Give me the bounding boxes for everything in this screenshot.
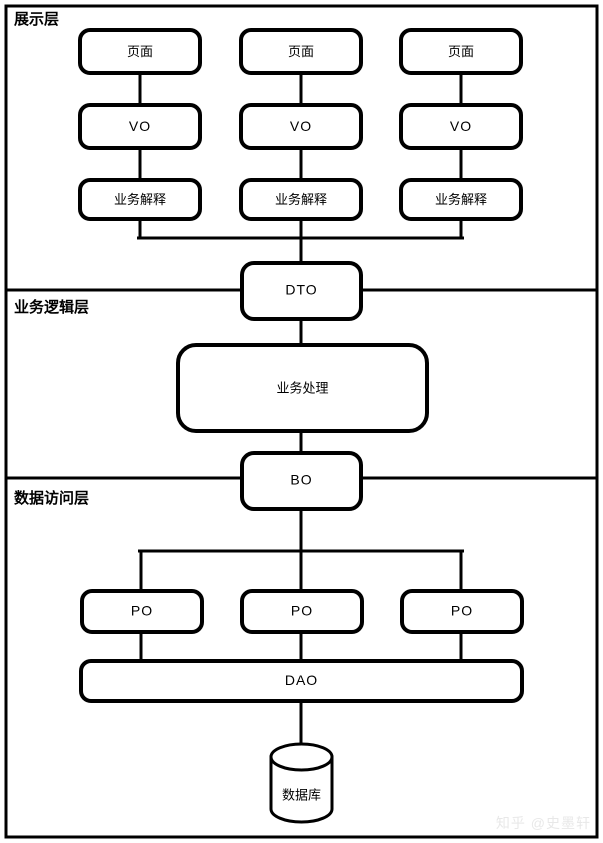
node-page-left[interactable]: 页面 (78, 28, 202, 75)
database-cylinder-body (269, 755, 334, 824)
node-interp-right-shape (399, 178, 523, 221)
node-interp-left[interactable]: 业务解释 (78, 178, 202, 221)
node-po-right-shape (400, 589, 524, 634)
node-dao-label: DAO (285, 672, 318, 688)
node-dto-label: DTO (285, 282, 317, 298)
node-page-right-label: 页面 (448, 44, 474, 59)
database-cylinder-top (269, 742, 334, 772)
node-vo-left[interactable]: VO (78, 103, 202, 150)
node-business-process[interactable]: 业务处理 (176, 343, 429, 433)
node-page-mid-label: 页面 (288, 44, 314, 59)
layer-label-business-logic: 业务逻辑层 (14, 298, 89, 316)
node-dto[interactable]: DTO (240, 261, 363, 321)
node-vo-right-label: VO (450, 118, 472, 134)
node-page-mid-shape (239, 28, 363, 75)
node-dao-shape (79, 659, 524, 703)
node-business-process-shape (176, 343, 429, 433)
node-interp-right[interactable]: 业务解释 (399, 178, 523, 221)
node-interp-mid-label: 业务解释 (275, 192, 327, 207)
node-po-right[interactable]: PO (400, 589, 524, 634)
node-po-mid-label: PO (291, 603, 313, 619)
node-vo-right[interactable]: VO (399, 103, 523, 150)
node-vo-mid-label: VO (290, 118, 312, 134)
node-page-right[interactable]: 页面 (399, 28, 523, 75)
node-bo-shape (240, 451, 363, 511)
node-vo-right-shape (399, 103, 523, 150)
node-interp-left-shape (78, 178, 202, 221)
node-vo-mid[interactable]: VO (239, 103, 363, 150)
node-vo-left-label: VO (129, 118, 151, 134)
node-bo-label: BO (290, 472, 312, 488)
node-business-process-label: 业务处理 (276, 380, 328, 395)
layer-label-data-access: 数据访问层 (14, 489, 89, 507)
node-vo-left-shape (78, 103, 202, 150)
watermark: 知乎 @史墨轩 (495, 815, 591, 831)
node-page-left-label: 页面 (127, 44, 153, 59)
node-interp-right-label: 业务解释 (435, 192, 487, 207)
node-page-mid[interactable]: 页面 (239, 28, 363, 75)
node-dto-shape (240, 261, 363, 321)
node-dao[interactable]: DAO (79, 659, 524, 703)
node-vo-mid-shape (239, 103, 363, 150)
node-po-right-label: PO (451, 603, 473, 619)
node-page-right-shape (399, 28, 523, 75)
node-interp-left-label: 业务解释 (114, 192, 166, 207)
layer-label-presentation: 展示层 (14, 11, 59, 28)
node-po-mid-shape (240, 589, 364, 634)
node-po-left-label: PO (131, 603, 153, 619)
node-database[interactable]: 数据库 (269, 742, 334, 824)
node-bo[interactable]: BO (240, 451, 363, 511)
node-interp-mid-shape (239, 178, 363, 221)
node-database-label: 数据库 (282, 787, 321, 802)
node-po-left-shape (80, 589, 204, 634)
node-page-left-shape (78, 28, 202, 75)
node-po-mid[interactable]: PO (240, 589, 364, 634)
node-interp-mid[interactable]: 业务解释 (239, 178, 363, 221)
node-po-left[interactable]: PO (80, 589, 204, 634)
diagram-frame (4, 4, 599, 839)
